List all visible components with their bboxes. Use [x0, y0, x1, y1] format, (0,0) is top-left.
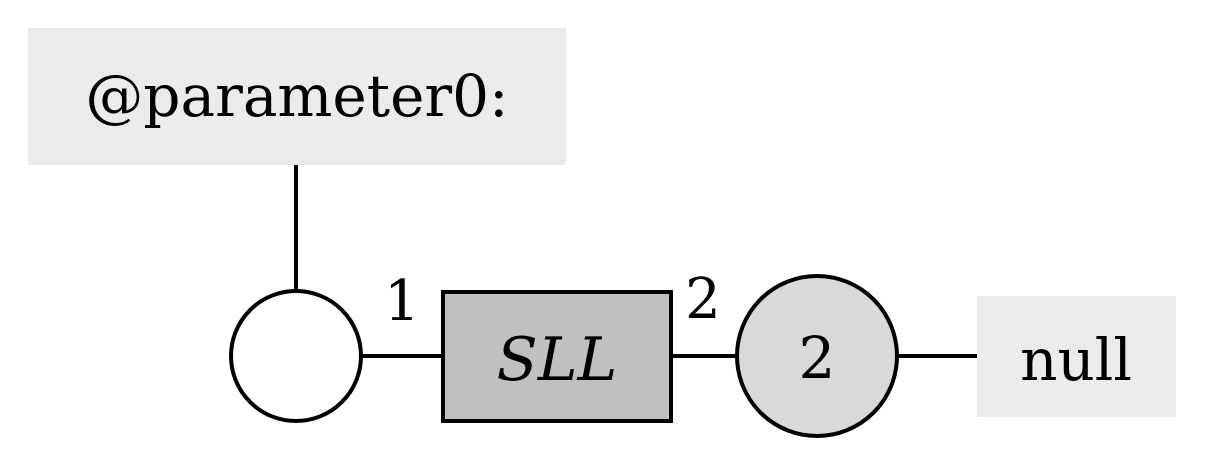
null-label: null: [1020, 326, 1132, 394]
filled-node-label: 2: [799, 324, 836, 392]
sll-box: [441, 290, 673, 423]
parameter-label-background: [28, 28, 566, 165]
edge-label-left: 1: [384, 269, 420, 334]
parameter-label: @parameter0:: [85, 62, 508, 130]
filled-node: [735, 274, 899, 438]
edge-label-right: 2: [685, 267, 721, 332]
sll-box-label: SLL: [497, 325, 618, 395]
empty-node: [229, 289, 363, 423]
null-label-background: [977, 296, 1176, 417]
